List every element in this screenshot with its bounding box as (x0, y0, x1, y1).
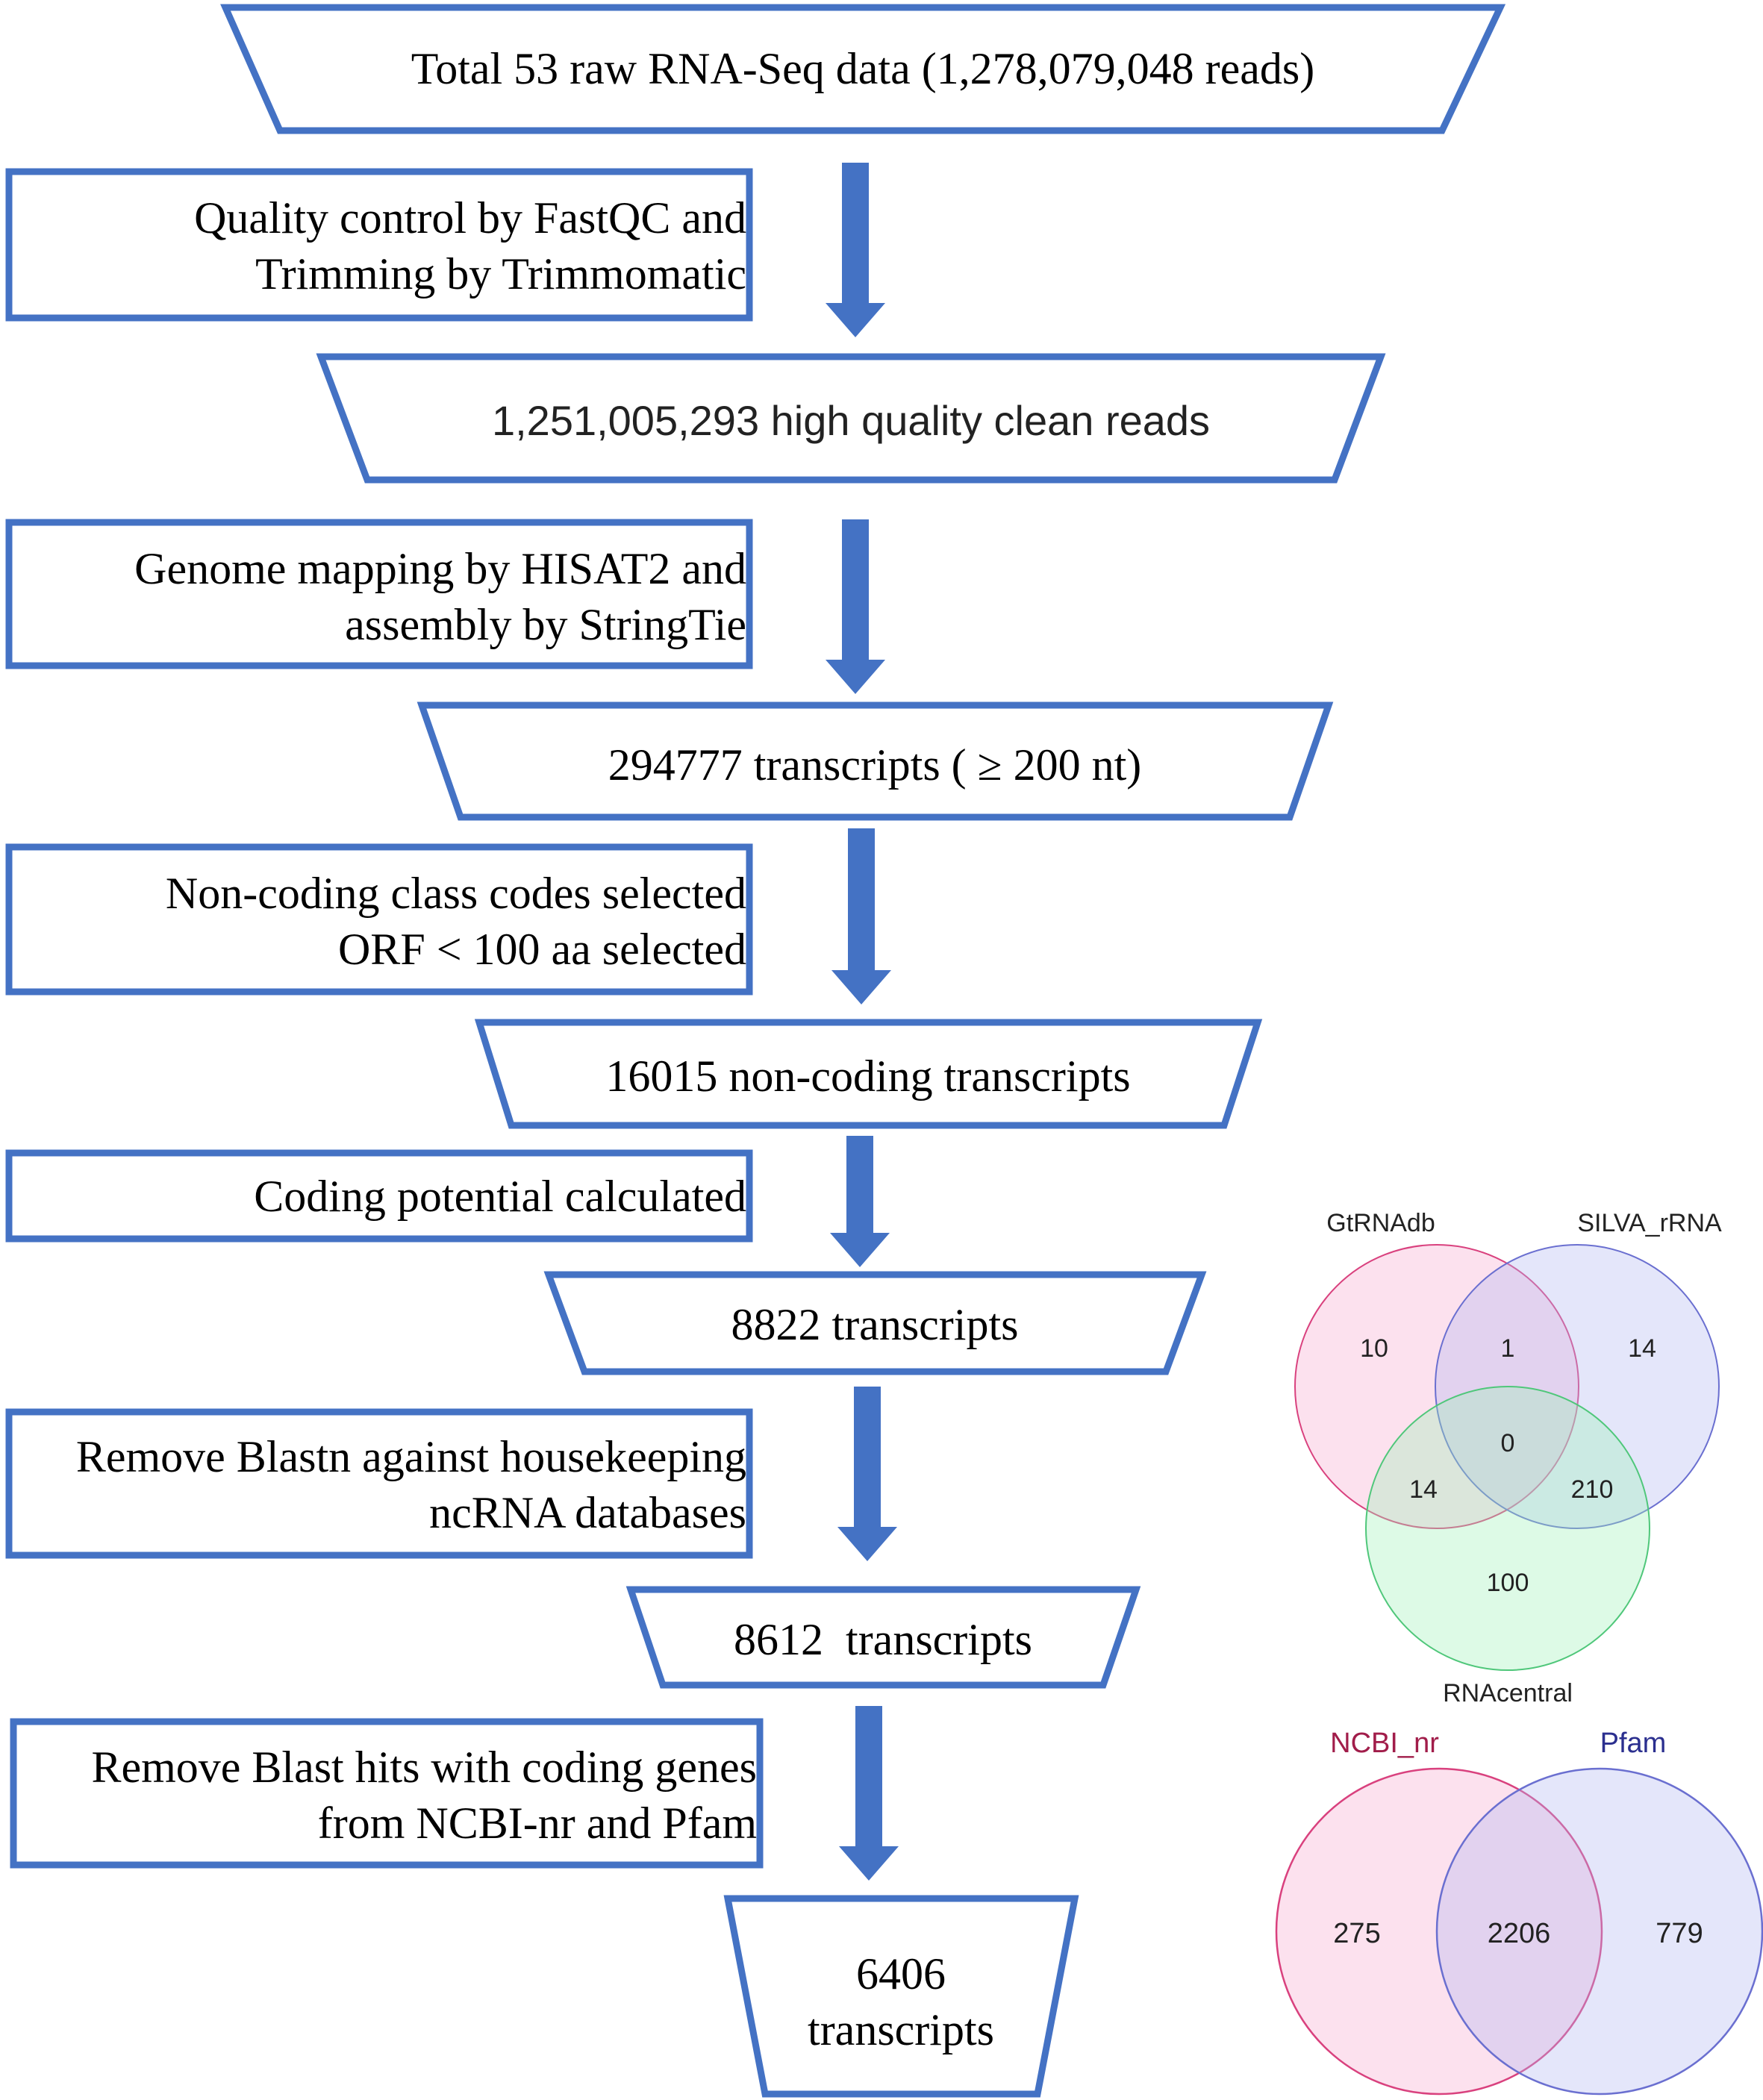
transcripts-294777-label: 294777 transcripts ( ≥ 200 nt) (608, 740, 1142, 790)
venn-circle-silva (1435, 1244, 1720, 1529)
final-transcripts-shape (723, 1895, 1079, 2098)
blast-nr-step-box (10, 1718, 764, 1869)
down-arrow-6 (839, 1706, 899, 1881)
mapping-step-box (5, 519, 753, 669)
qc-step-line2: Trimming by Trimmomatic (255, 249, 746, 299)
venn-value-all-three: 0 (1501, 1429, 1515, 1457)
venn-label-silva: SILVA_rRNA (1577, 1209, 1722, 1237)
venn-label-gtrnadb: GtRNAdb (1326, 1209, 1435, 1237)
qc-step-line1: Quality control by FastQC and (194, 193, 746, 243)
venn-circle-pfam (1435, 1767, 1763, 2096)
venn-label-ncbi-nr: NCBI_nr (1330, 1728, 1439, 1759)
venn-two-set: NCBI_nr Pfam 275 2206 779 (1275, 1728, 1763, 2096)
qc-step-box (5, 168, 753, 322)
noncoding-16015-label: 16015 non-coding transcripts (605, 1051, 1130, 1101)
raw-data-label: Total 53 raw RNA-Seq data (1,278,079,048… (411, 44, 1315, 93)
transcripts-8612-label: 8612 transcripts (734, 1615, 1032, 1664)
blast-nr-step-line2: from NCBI-nr and Pfam (318, 1799, 757, 1848)
venn-value-ncbi-pfam: 2206 (1488, 1918, 1551, 1949)
venn-value-gtrnadb-silva: 1 (1501, 1334, 1515, 1363)
venn-value-gtrnadb-only: 10 (1360, 1334, 1388, 1363)
final-transcripts-line2: transcripts (808, 2005, 994, 2054)
mapping-step-line1: Genome mapping by HISAT2 and (134, 544, 746, 593)
clean-reads-label: 1,251,005,293 high quality clean reads (492, 397, 1210, 444)
down-arrow-2 (826, 519, 885, 694)
coding-potential-box (5, 1149, 753, 1243)
blastn-step-box (5, 1408, 753, 1559)
blastn-step-line1: Remove Blastn against housekeeping (76, 1432, 746, 1481)
venn-circle-gtrnadb (1294, 1244, 1579, 1529)
venn-value-silva-rnacentral: 210 (1571, 1475, 1614, 1504)
transcripts-294777-shape (416, 701, 1334, 821)
venn-label-rnacentral: RNAcentral (1443, 1679, 1573, 1707)
venn-value-ncbi-only: 275 (1333, 1918, 1380, 1949)
venn-value-pfam-only: 779 (1656, 1918, 1703, 1949)
transcripts-8822-shape (543, 1271, 1207, 1375)
noncoding-step-line2: ORF < 100 aa selected (338, 925, 746, 974)
venn-circle-ncbi-nr (1275, 1767, 1603, 2096)
noncoding-step-box (5, 843, 753, 996)
blastn-step-line2: ncRNA databases (429, 1488, 746, 1537)
transcripts-8612-shape (625, 1586, 1141, 1689)
venn-circle-rnacentral (1365, 1386, 1650, 1671)
venn-value-rnacentral-only: 100 (1487, 1569, 1529, 1597)
down-arrow-5 (837, 1387, 897, 1561)
mapping-step-line2: assembly by StringTie (345, 600, 746, 649)
raw-data-shape (220, 4, 1506, 134)
final-transcripts-line1: 6406 (856, 1949, 946, 1999)
transcripts-8822-label: 8822 transcripts (731, 1300, 1019, 1349)
clean-reads-shape (316, 353, 1386, 484)
venn-value-gtrnadb-rnacentral: 14 (1409, 1475, 1438, 1504)
venn-label-pfam: Pfam (1600, 1728, 1667, 1759)
venn-three-set: GtRNAdb SILVA_rRNA RNAcentral 10 1 14 0 … (1294, 1209, 1722, 1707)
down-arrow-3 (831, 828, 891, 1004)
blast-nr-step-line1: Remove Blast hits with coding genes (91, 1743, 757, 1792)
venn-value-silva-only: 14 (1628, 1334, 1656, 1363)
down-arrow-4 (830, 1136, 890, 1267)
noncoding-step-line1: Non-coding class codes selected (166, 869, 746, 918)
noncoding-16015-shape (474, 1019, 1263, 1129)
coding-potential-label: Coding potential calculated (254, 1172, 746, 1221)
down-arrow-1 (826, 163, 885, 337)
